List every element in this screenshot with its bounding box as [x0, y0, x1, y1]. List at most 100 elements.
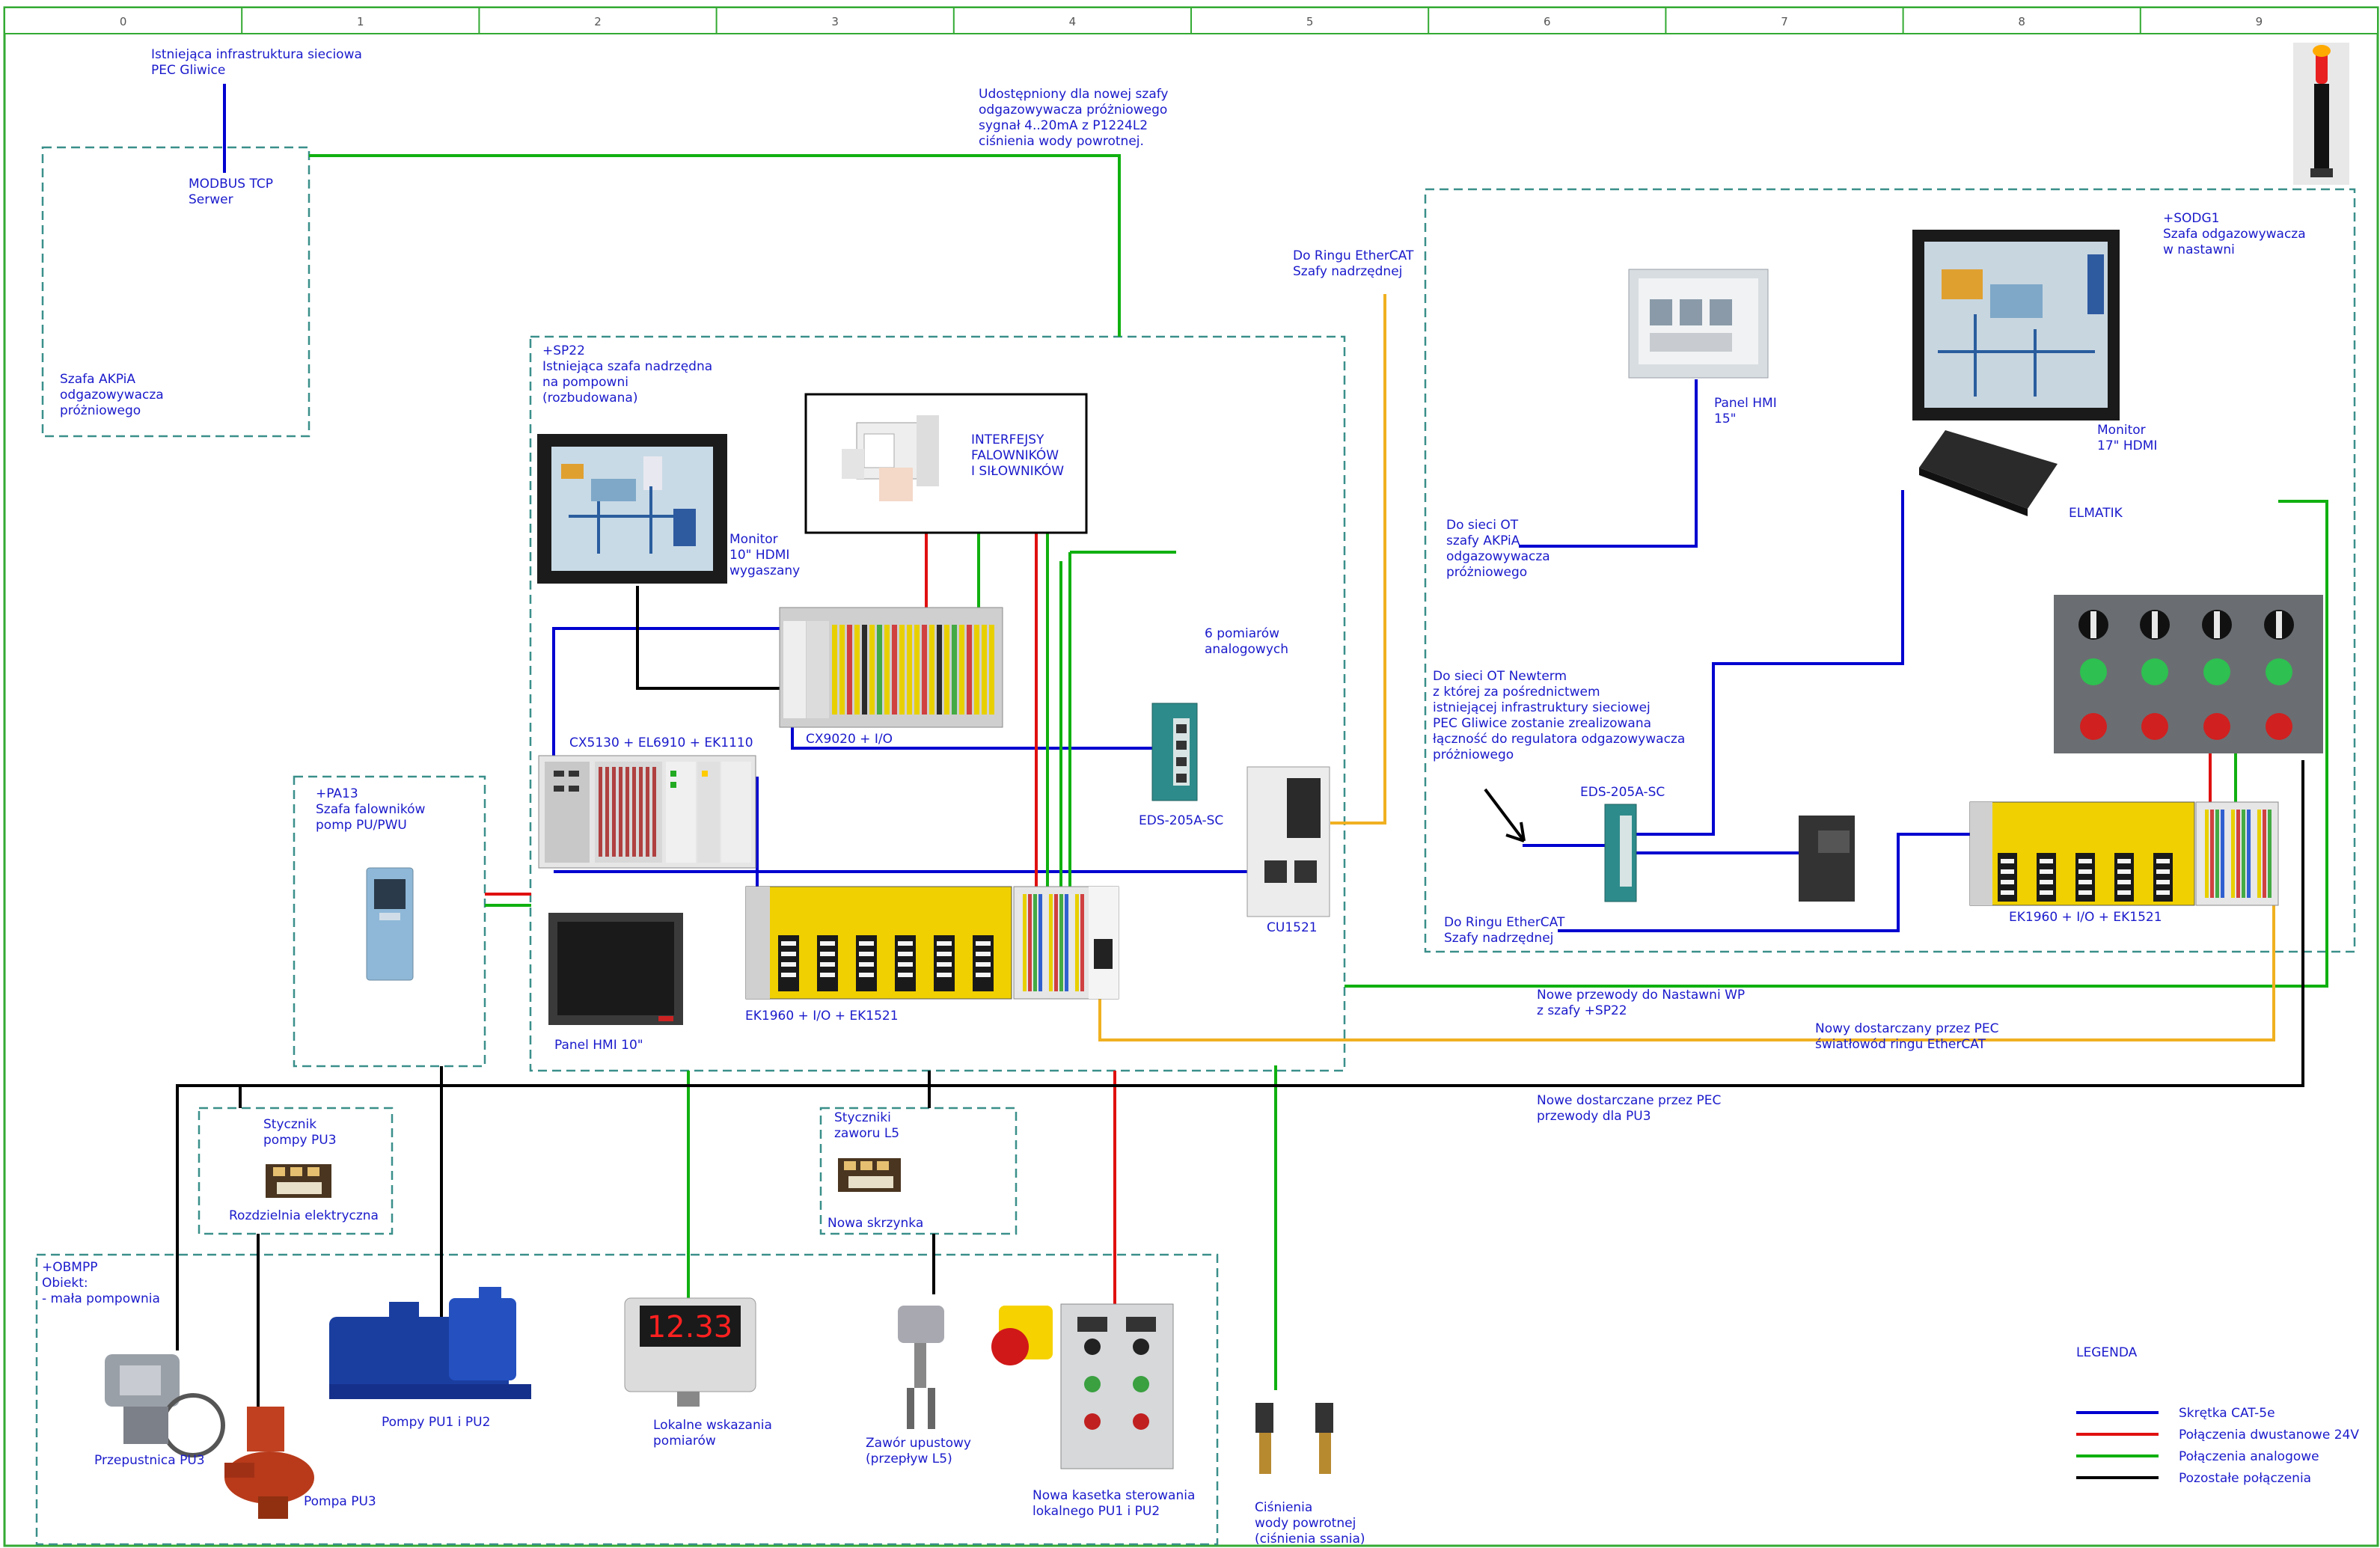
button-panel-icon	[2054, 595, 2323, 753]
label-line: Zawór upustowy	[866, 1436, 971, 1451]
label-new-wires-pu3: Nowe dostarczane przez PECprzewody dla P…	[1537, 1093, 1721, 1124]
label-line: Do sieci OT Newterm	[1433, 669, 1567, 684]
label-line: 17" HDMI	[2097, 438, 2157, 453]
cx5130-plc-icon	[539, 756, 756, 868]
label-line: odgazowywacza	[60, 388, 164, 403]
label-line: Szafy nadrzędnej	[1444, 931, 1553, 946]
ruler-label: 6	[1544, 15, 1551, 28]
pump-pu3-icon	[224, 1407, 314, 1519]
legend-label: Pozostałe połączenia	[2179, 1471, 2311, 1486]
pressure-sensor-icon	[1255, 1403, 1333, 1474]
wire-hmi15-ot	[1519, 379, 1696, 546]
label-cx9020: CX9020 + I/O	[806, 732, 893, 747]
label-line: PEC Gliwice	[151, 63, 225, 78]
eds-switch-left-icon	[1152, 703, 1197, 801]
label-line: sygnał 4..20mA z P1224L2	[979, 118, 1148, 133]
label-line: 10" HDMI	[729, 548, 789, 563]
label-panel-hmi10: Panel HMI 10"	[554, 1038, 643, 1053]
pumps-pu12-icon	[329, 1287, 531, 1399]
label-line: z której za pośrednictwem	[1433, 685, 1600, 700]
seven-seg-value: 12.33	[647, 1310, 733, 1344]
cu1521-icon	[1247, 767, 1330, 917]
label-cx5130: CX5130 + EL6910 + EK1110	[569, 735, 753, 750]
legend-label: Skrętka CAT-5e	[2179, 1406, 2275, 1421]
label-line: (rozbudowana)	[542, 391, 637, 406]
label-rozdzielnia: Rozdzielnia elektryczna	[229, 1208, 379, 1223]
wire-monitor10-cx	[637, 586, 792, 688]
elmatik-ipc-icon	[1919, 430, 2058, 516]
legend-label: Połączenia dwustanowe 24V	[2179, 1428, 2359, 1443]
label-line: wody powrotnej	[1255, 1516, 1356, 1531]
hmi-panel-15-icon	[1629, 269, 1768, 378]
label-line: próżniowego	[1446, 565, 1527, 580]
label-line: Monitor	[729, 532, 778, 547]
ruler-label: 3	[831, 15, 839, 28]
monitor-10-icon	[537, 434, 727, 584]
label-eds-right: EDS-205A-SC	[1580, 785, 1665, 800]
label-line: szafy AKPiA	[1446, 533, 1520, 548]
label-line: Do Ringu EtherCAT	[1293, 248, 1414, 263]
label-line: 15"	[1714, 412, 1736, 426]
label-akpia: Szafa AKPiAodgazowywaczapróżniowego	[60, 372, 164, 418]
label-line: Szafa odgazowywacza	[2163, 227, 2306, 242]
label-line: Panel HMI	[1714, 396, 1777, 411]
hmi-panel-10-icon	[548, 913, 683, 1025]
label-line: Styczniki	[834, 1110, 891, 1125]
ruler-label: 5	[1306, 15, 1314, 28]
label-line: Stycznik	[263, 1117, 316, 1132]
label-line: Ciśnienia	[1255, 1500, 1312, 1515]
label-line: +SP22	[542, 343, 585, 358]
estop-icon	[991, 1306, 1053, 1365]
label-line: pompy PU3	[263, 1133, 337, 1148]
ek1960-right-icon	[1970, 802, 2278, 905]
cx9020-plc-icon	[780, 608, 1003, 727]
label-ek1960-right: EK1960 + I/O + EK1521	[2009, 910, 2162, 925]
label-line: światłowód ringu EtherCAT	[1815, 1037, 1986, 1052]
label-line: na pompowni	[542, 375, 628, 390]
label-line: Szafa AKPiA	[60, 372, 135, 387]
label-line: Obiekt:	[42, 1276, 88, 1291]
label-line: odgazowywacza próżniowego	[979, 103, 1167, 117]
label-przepustnica: Przepustnica PU3	[94, 1453, 205, 1468]
label-line: Serwer	[189, 192, 233, 207]
label-line: Nowe dostarczane przez PEC	[1537, 1093, 1721, 1108]
label-line: Nowe przewody do Nastawni WP	[1537, 988, 1745, 1003]
label-line: +SODG1	[2163, 211, 2220, 226]
eds-switch-right-icon	[1605, 804, 1636, 902]
label-line: wygaszany	[729, 563, 800, 578]
label-pompy-pu12: Pompy PU1 i PU2	[382, 1415, 490, 1430]
label-line: istniejącej infrastruktury sieciowej	[1433, 700, 1651, 715]
wire-fiber-top	[1330, 294, 1385, 823]
label-line: Do Ringu EtherCAT	[1444, 915, 1565, 930]
label-line: 6 pomiarów	[1205, 626, 1279, 641]
label-line: pomp PU/PWU	[316, 818, 407, 833]
label-ek1960-left: EK1960 + I/O + EK1521	[745, 1009, 899, 1024]
label-line: Udostępniony dla nowej szafy	[979, 87, 1169, 102]
contactor-l5-icon	[838, 1158, 901, 1192]
label-shared-signal: Udostępniony dla nowej szafyodgazowywacz…	[979, 87, 1169, 149]
label-line: Szafy nadrzędnej	[1293, 264, 1402, 279]
label-line: Monitor	[2097, 423, 2146, 438]
local-display-icon: 12.33	[625, 1298, 756, 1407]
contactor-pu3-icon	[266, 1164, 331, 1198]
label-line: MODBUS TCP	[189, 177, 273, 192]
label-line: zaworu L5	[834, 1126, 899, 1141]
label-line: odgazowywacza	[1446, 549, 1550, 564]
legend-title: LEGENDA	[2076, 1345, 2138, 1360]
label-line: (ciśnienia ssania)	[1255, 1532, 1365, 1547]
label-line: - mała pompownia	[42, 1291, 160, 1306]
label-line: I SIŁOWNIKÓW	[971, 462, 1064, 479]
inverter-icon	[367, 868, 413, 980]
label-line: PEC Gliwice zostanie zrealizowana	[1433, 716, 1651, 731]
label-line: Do sieci OT	[1446, 518, 1519, 533]
label-pec-infra: Istniejąca infrastruktura sieciowaPEC Gl…	[151, 47, 362, 78]
label-line: +OBMPP	[42, 1260, 97, 1275]
